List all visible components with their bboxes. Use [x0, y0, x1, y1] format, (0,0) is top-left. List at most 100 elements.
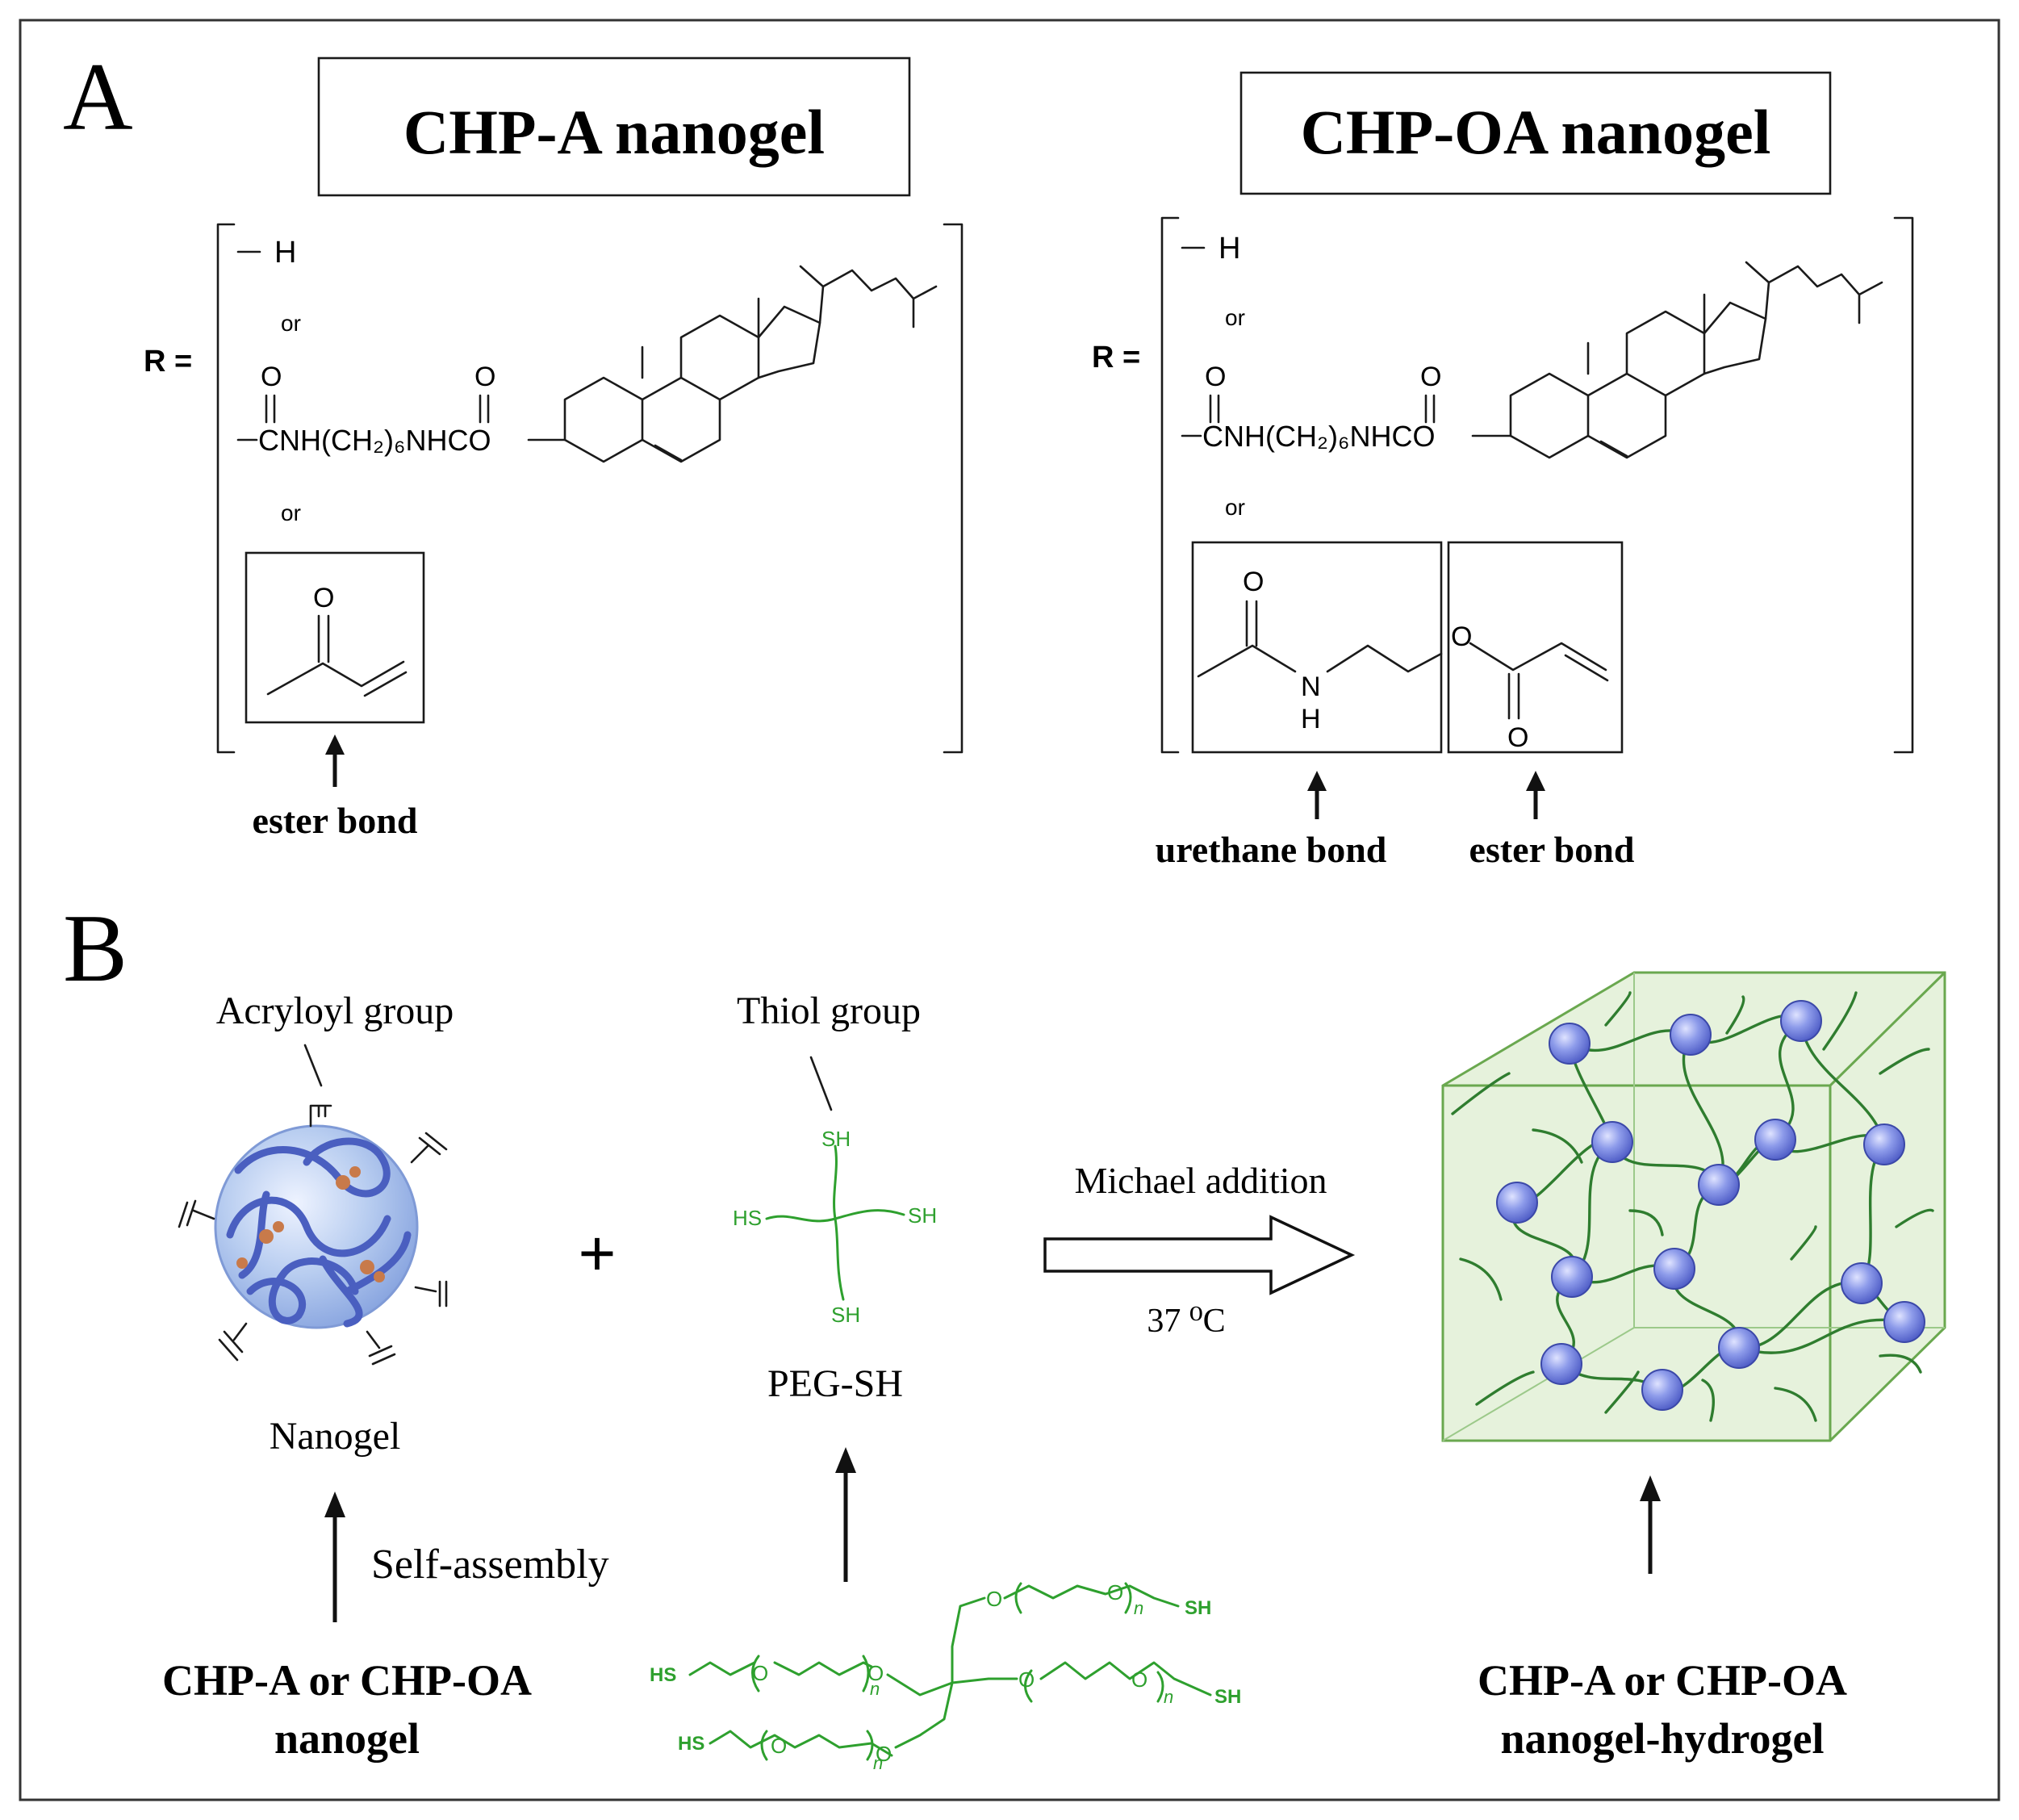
ester-bond-label-right: ester bond	[1469, 829, 1635, 870]
cholesterol-domains	[236, 1166, 385, 1282]
reaction-arrow	[1043, 1215, 1356, 1295]
peg-o-3: O	[986, 1587, 1002, 1611]
carbonyl-o-2: O	[474, 362, 495, 392]
nanogel-node	[1670, 1014, 1712, 1056]
ester-o-2: O	[1507, 722, 1528, 753]
peg-o-5: O	[1018, 1667, 1035, 1692]
urethane-h: H	[1301, 704, 1321, 734]
ester-o-1: O	[1451, 621, 1472, 652]
carbonyl-o-3: O	[1205, 362, 1226, 392]
nanogel-node	[1653, 1248, 1695, 1290]
plus-sign: +	[579, 1217, 617, 1289]
left-bracket	[216, 223, 236, 754]
panel-b-label: B	[63, 894, 127, 1002]
h-substituent-right: H	[1219, 232, 1240, 266]
r-label-left: R =	[144, 345, 192, 379]
nanogel-polymer-chains	[226, 1137, 412, 1328]
ester-box-right	[1447, 541, 1624, 754]
nanogel-node	[1698, 1164, 1740, 1206]
peg-o-7: O	[771, 1734, 787, 1758]
network-strand-end	[1774, 1387, 1817, 1422]
peg-o-2: O	[867, 1661, 884, 1685]
network-strand-end	[1628, 1209, 1664, 1236]
nanogel-node	[1496, 1182, 1538, 1224]
carbamate-chain: CNH(CH₂)₆NHCO	[258, 424, 491, 457]
peg-sh-right: SH	[908, 1203, 937, 1228]
h-substituent: H	[274, 236, 296, 270]
urethane-arrowhead	[1307, 771, 1327, 791]
nanogel-node	[1591, 1121, 1633, 1163]
thiol-pointer	[809, 1056, 833, 1111]
acryloyl-structure-left	[266, 614, 408, 697]
urethane-box	[1191, 541, 1443, 754]
cholesterol-skeleton-left	[563, 265, 938, 463]
chp-oa-title: CHP-OA nanogel	[1301, 97, 1771, 167]
nanogel-particle	[178, 1104, 448, 1366]
temperature-label: 37 ⁰C	[1147, 1303, 1225, 1340]
chp-oa-structure: CHP-OA nanogel R = H or O O CNH(CH₂)₆NHC…	[1092, 71, 1914, 870]
peg-n-3: n	[1164, 1687, 1173, 1707]
figure-border	[19, 19, 2000, 1801]
peg-n-2: n	[1134, 1598, 1143, 1618]
self-assembly-label: Self-assembly	[371, 1542, 609, 1588]
network-strand-end	[1725, 995, 1745, 1035]
ester-box-left	[245, 551, 425, 724]
network-strand-end	[1451, 1072, 1511, 1115]
peg-hs-2: HS	[678, 1733, 704, 1755]
r-label-right: R =	[1092, 341, 1140, 374]
nanogel-node	[1641, 1369, 1683, 1411]
thiol-group-label: Thiol group	[737, 989, 921, 1032]
nanogel-node	[1841, 1262, 1883, 1304]
nanogel-node	[1549, 1023, 1591, 1065]
nanogel-node	[1718, 1327, 1760, 1369]
acryloyl-stubs	[178, 1104, 448, 1366]
peg-o-6: O	[1131, 1667, 1147, 1692]
carbamate-chain-right: CNH(CH₂)₆NHCO	[1202, 420, 1435, 453]
network-strand-end	[1879, 1048, 1930, 1075]
network-strand-end	[1879, 1353, 1922, 1374]
acryloyl-group-label: Acryloyl group	[216, 989, 454, 1032]
ester-arrowhead-right	[1526, 771, 1545, 791]
urethane-n: N	[1301, 672, 1321, 702]
self-assembly-arrowhead	[324, 1492, 345, 1517]
bottom-right-line1: CHP-A or CHP-OA	[1478, 1656, 1847, 1705]
bottom-left-line2: nanogel	[274, 1714, 420, 1763]
chp-a-structure: CHP-A nanogel R = H or O O CNH(CH₂)₆NHCO…	[144, 56, 964, 841]
nanogel-node	[1780, 1000, 1822, 1042]
nanogel-node	[1883, 1301, 1925, 1343]
nanogel-node	[1863, 1123, 1905, 1165]
carbonyl-o-1: O	[261, 362, 282, 392]
hydrogel-nanogel-nodes	[1496, 1000, 1925, 1411]
ester-arrowhead-left	[325, 734, 345, 755]
network-strand-end	[1475, 1370, 1535, 1406]
chp-oa-title-box	[1239, 71, 1832, 195]
bottom-left-line1: CHP-A or CHP-OA	[162, 1656, 532, 1705]
peg-sh-4: SH	[1214, 1686, 1241, 1708]
urethane-bond-label: urethane bond	[1156, 829, 1387, 870]
peg-o-8: O	[876, 1742, 892, 1766]
peg-n-4: n	[873, 1753, 883, 1773]
cholesterol-skeleton-right	[1509, 261, 1883, 459]
hydrogel-arrowhead	[1640, 1475, 1661, 1501]
michael-addition-label: Michael addition	[1075, 1160, 1327, 1201]
chp-a-title: CHP-A nanogel	[403, 97, 825, 167]
network-strand-end	[1604, 991, 1632, 1027]
acryl-o-left: O	[313, 583, 334, 613]
network-strand	[1737, 1318, 1906, 1354]
peg-hs-left: HS	[733, 1206, 762, 1230]
nanogel-label: Nanogel	[270, 1415, 401, 1458]
panel-a-label: A	[63, 43, 133, 150]
nanogel-node	[1551, 1256, 1593, 1298]
network-strand-end	[1459, 1257, 1503, 1301]
peg-n-1: n	[870, 1679, 880, 1699]
peg-sh-label: PEG-SH	[767, 1362, 903, 1405]
peg-o-1: O	[752, 1661, 768, 1685]
network-strand-end	[1532, 1128, 1583, 1164]
network-strand-end	[1604, 1370, 1640, 1414]
right-bracket-right	[1893, 216, 1914, 754]
peg-arrowhead	[835, 1447, 856, 1473]
or-text-1: or	[281, 311, 301, 336]
peg-sh-structure: HS HS SH SH O O O O O O O O n n n n	[650, 1580, 1241, 1773]
